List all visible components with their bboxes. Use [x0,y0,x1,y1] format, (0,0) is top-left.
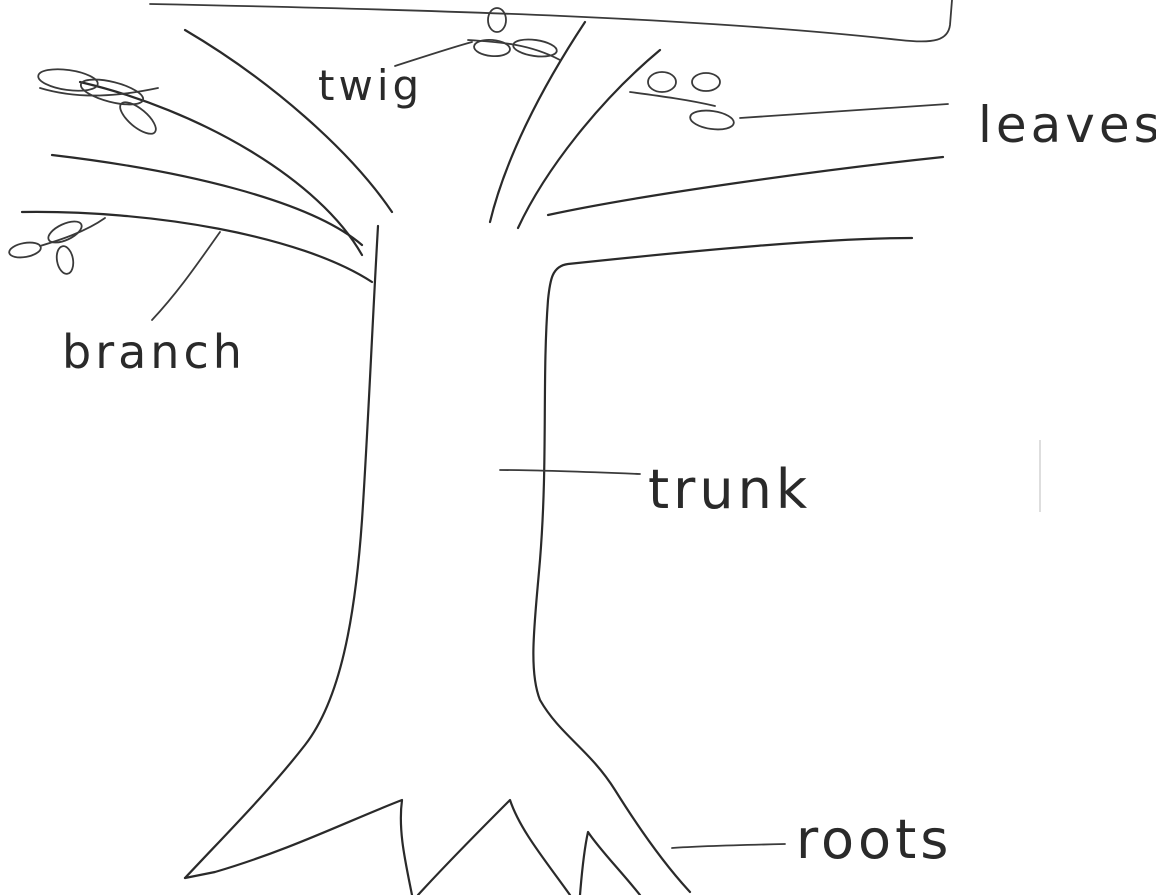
leaves-pointer [740,104,948,118]
leaf-cluster-left [8,217,105,275]
roots [185,800,785,895]
trunk [185,226,912,892]
label-roots: roots [796,808,952,871]
trunk-right-outline [533,238,912,892]
top-frame-line [150,0,952,41]
leaf-cluster-top-left [37,66,161,139]
label-branch: branch [62,325,246,379]
branch-6 [518,50,660,228]
trunk-pointer [500,470,640,474]
branch-7 [548,157,943,215]
trunk-left-outline [185,226,378,878]
branches [22,22,943,474]
label-trunk: trunk [648,458,811,521]
leaves [8,8,948,275]
branch-1 [22,212,372,282]
branch-pointer [152,232,220,320]
root-left [185,800,412,895]
label-twig: twig [318,61,423,110]
leaf-cluster-right [630,72,735,132]
branch-2 [52,155,362,245]
root-right-inner [580,832,640,895]
roots-pointer [672,844,785,848]
label-leaves: leaves [978,96,1156,154]
root-middle [418,800,570,895]
